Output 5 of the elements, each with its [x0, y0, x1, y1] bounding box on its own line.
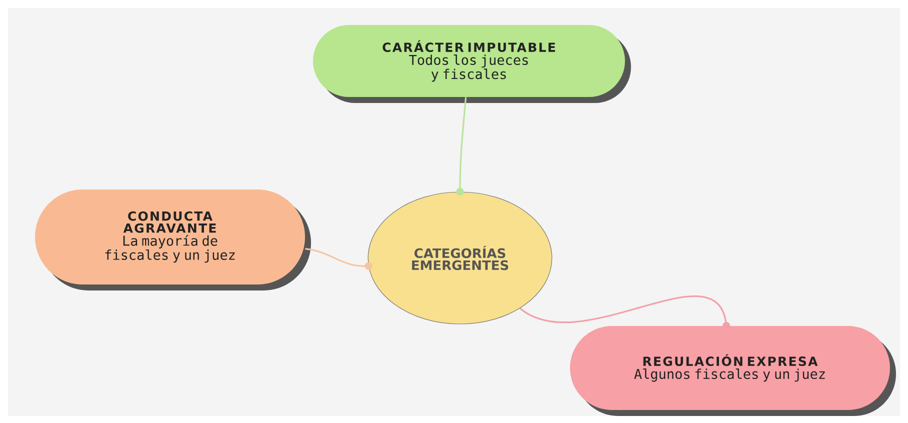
connector	[456, 97, 467, 196]
category-pill: REGULACIÓN EXPRESA Algunos fiscales y un juez	[570, 326, 896, 416]
category-pill: CARÁCTER IMPUTABLE Todos los jueces y fiscales	[313, 25, 631, 103]
category-pill: CONDUCTA AGRAVANTE La mayoría de fiscales y un juez	[35, 190, 311, 290]
connector	[305, 248, 372, 270]
